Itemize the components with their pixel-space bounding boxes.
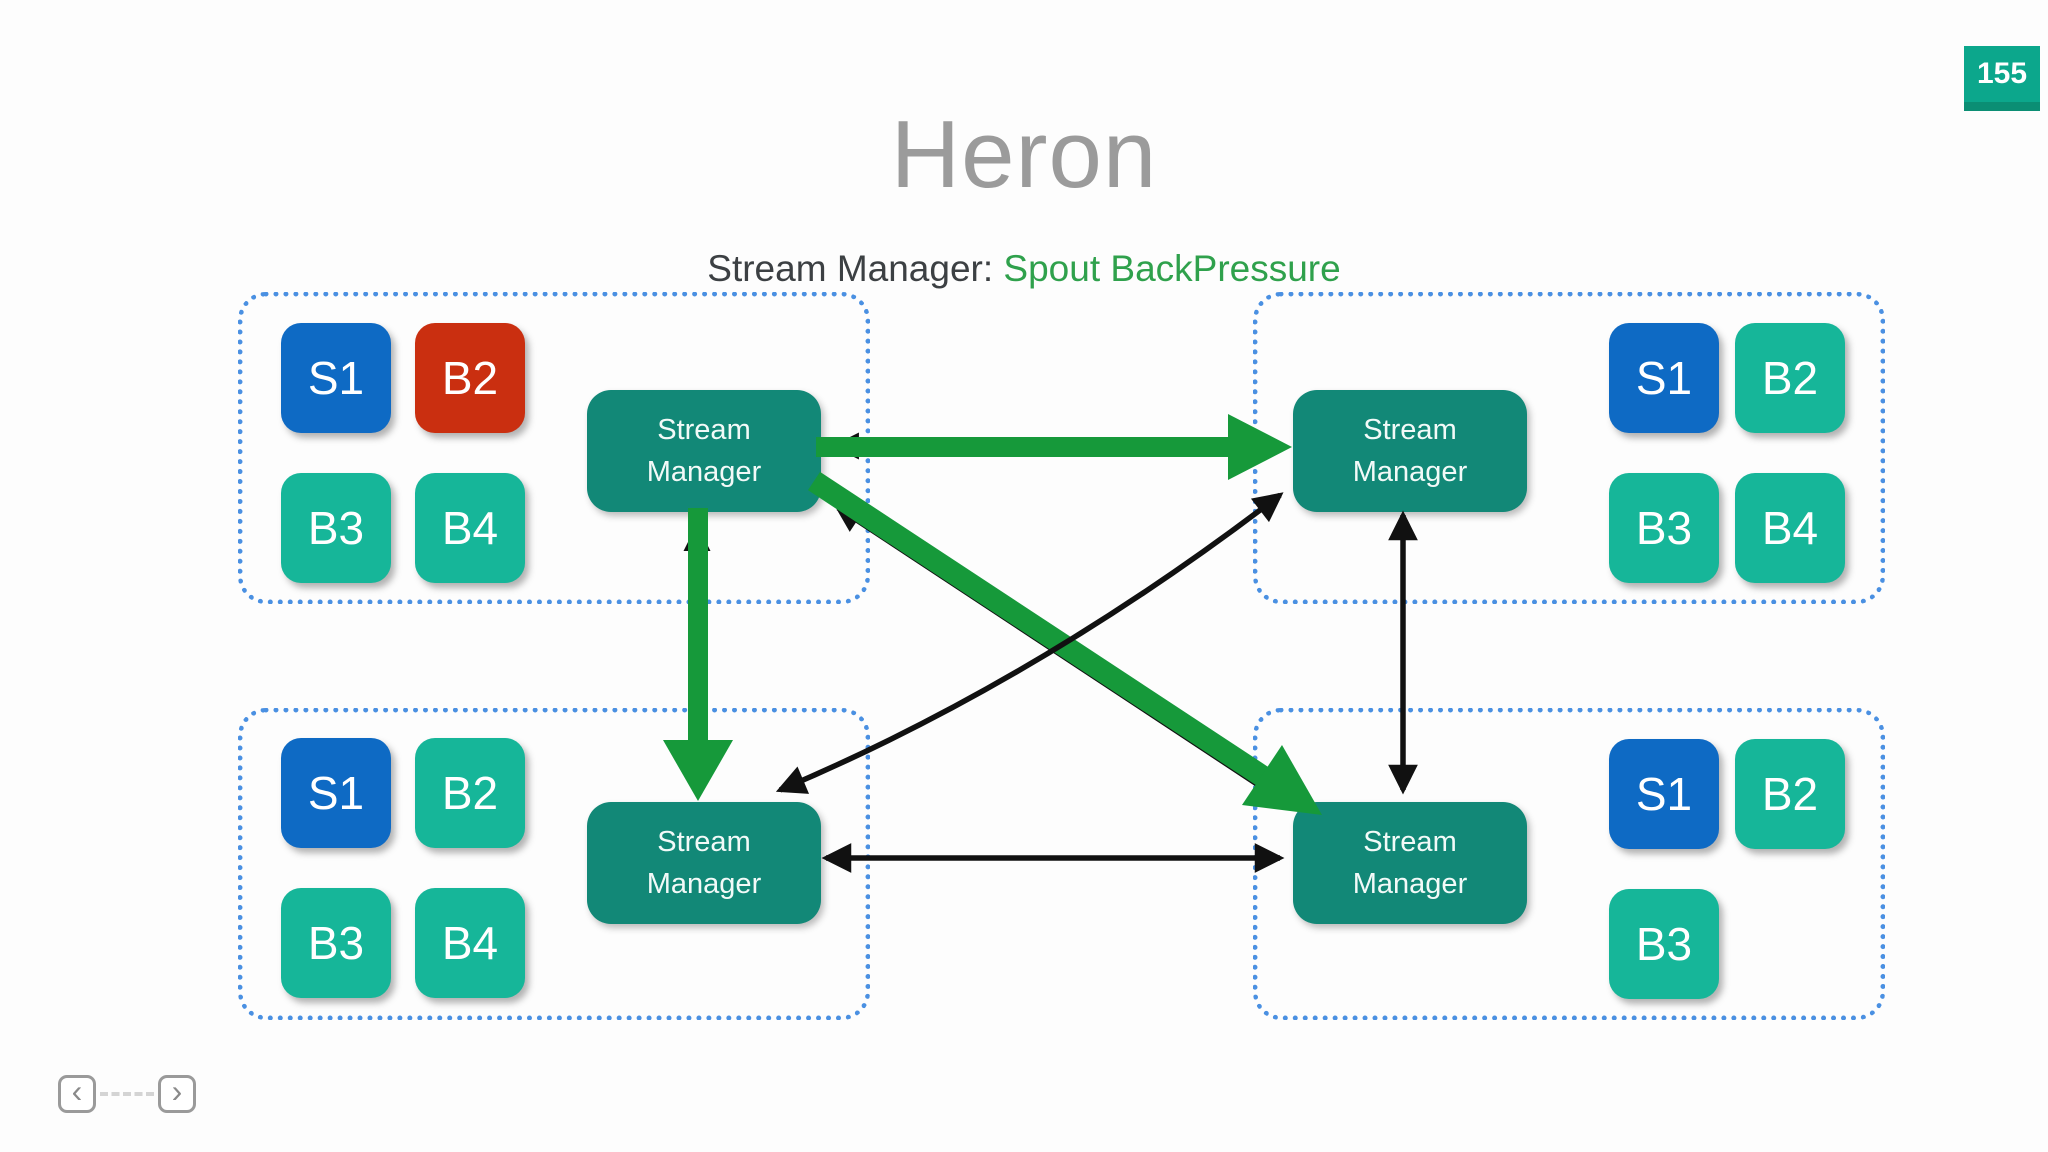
prev-slide-button[interactable]: ‹ xyxy=(58,1072,96,1113)
chevron-left-icon: ‹ xyxy=(71,1072,83,1109)
stream-manager-top-left: Stream Manager xyxy=(587,390,821,512)
stream-manager-label-line2: Manager xyxy=(1352,456,1468,488)
task-box-bolt-b2: B2 xyxy=(415,738,525,848)
task-box-bolt-b2-overloaded: B2 xyxy=(415,323,525,433)
task-box-bolt-b4: B4 xyxy=(1735,473,1845,583)
task-box-bolt-b4: B4 xyxy=(415,888,525,998)
stream-manager-bottom-right: Stream Manager xyxy=(1293,802,1527,924)
task-box-bolt-b4: B4 xyxy=(415,473,525,583)
subtitle-prefix: Stream Manager: xyxy=(707,248,1004,289)
page-number-badge: 155 xyxy=(1964,46,2040,111)
topology-container-top-right: Stream Manager S1 B2 B3 B4 xyxy=(1253,292,1885,604)
next-slide-button[interactable]: › xyxy=(158,1072,196,1113)
task-box-bolt-b3: B3 xyxy=(281,473,391,583)
return-arrow-br-to-tl xyxy=(834,505,1260,788)
topology-container-bottom-left: S1 B2 B3 B4 Stream Manager xyxy=(238,708,870,1020)
stream-manager-label-line1: Stream xyxy=(657,414,751,446)
task-box-bolt-b2: B2 xyxy=(1735,739,1845,849)
stream-manager-label-line2: Manager xyxy=(646,868,762,900)
backpressure-arrow-tl-to-br xyxy=(807,471,1322,815)
page-number: 155 xyxy=(1976,57,2028,90)
chevron-right-icon: › xyxy=(171,1072,183,1109)
stream-manager-label-line1: Stream xyxy=(657,826,751,858)
stream-manager-label-line2: Manager xyxy=(1352,868,1468,900)
task-box-spout-s1: S1 xyxy=(1609,739,1719,849)
subtitle-highlight: Spout BackPressure xyxy=(1003,248,1341,289)
stream-manager-top-right: Stream Manager xyxy=(1293,390,1527,512)
task-box-bolt-b3: B3 xyxy=(1609,889,1719,999)
stream-manager-label-line1: Stream xyxy=(1363,826,1457,858)
task-box-spout-s1: S1 xyxy=(281,323,391,433)
slide-title: Heron xyxy=(890,101,1158,208)
task-box-spout-s1: S1 xyxy=(281,738,391,848)
stream-manager-label-line1: Stream xyxy=(1363,414,1457,446)
task-box-bolt-b2: B2 xyxy=(1735,323,1845,433)
backpressure-arrow-tl-to-tr xyxy=(816,414,1292,480)
slide-subtitle: Stream Manager: Spout BackPressure xyxy=(0,248,2048,290)
topology-container-top-left: S1 B2 B3 B4 Stream Manager xyxy=(238,292,870,604)
nav-dashed-connector xyxy=(100,1092,154,1096)
task-box-spout-s1: S1 xyxy=(1609,323,1719,433)
task-box-bolt-b3: B3 xyxy=(281,888,391,998)
stream-manager-label-line2: Manager xyxy=(646,456,762,488)
topology-container-bottom-right: Stream Manager S1 B2 B3 xyxy=(1253,708,1885,1020)
stream-manager-bottom-left: Stream Manager xyxy=(587,802,821,924)
task-box-bolt-b3: B3 xyxy=(1609,473,1719,583)
